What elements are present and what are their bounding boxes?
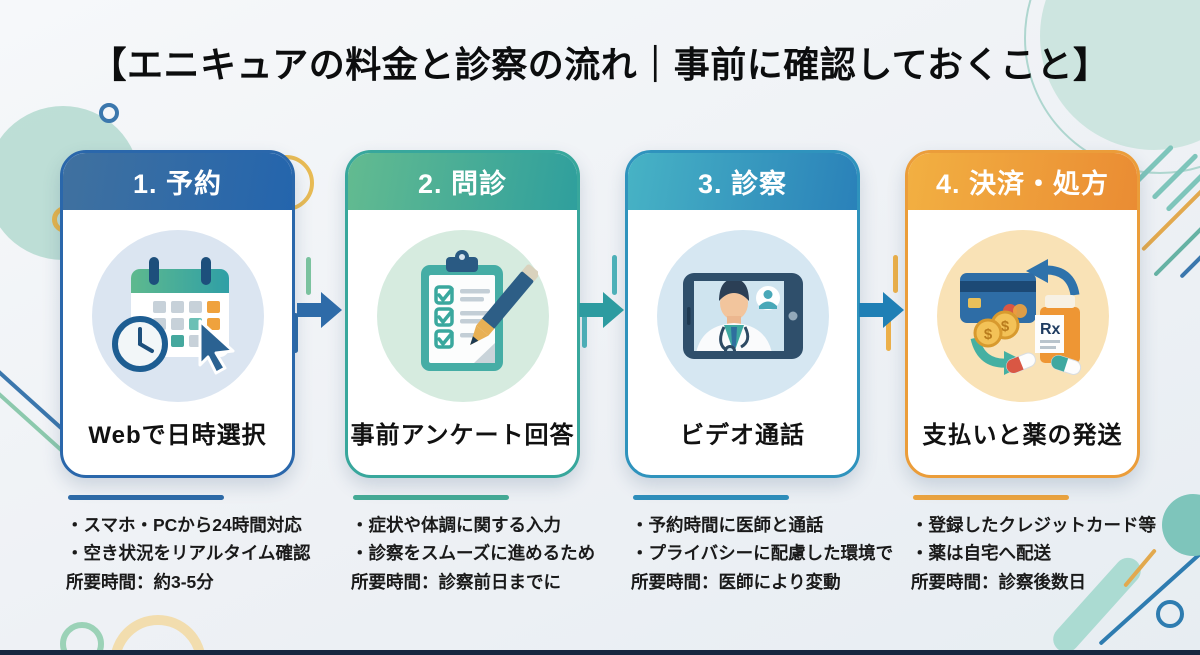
- payment-medicine-icon: $ $ Rx: [936, 230, 1109, 402]
- decor-line-orange-right: [1141, 188, 1200, 252]
- flow-arrow-2: [579, 292, 624, 328]
- step-column-examination: 3. 診察: [625, 150, 893, 596]
- icon-wrap: [348, 230, 577, 402]
- icon-wrap: [63, 230, 292, 402]
- note-bullet: ・空き状況をリアルタイム確認: [66, 543, 311, 564]
- note-bullet: ・予約時間に医師と通話: [631, 515, 824, 535]
- note-bullet: ・診察をスムーズに進めるため: [351, 543, 596, 564]
- step-label-4: 支払いと薬の発送: [922, 422, 1123, 449]
- step-column-reservation: 1. 予約: [60, 150, 310, 596]
- decor-ring-green-bottom-left: [60, 622, 104, 655]
- note-bullet: ・症状や体調に関する入力: [351, 515, 561, 535]
- note-bullet: ・プライバシーに配慮した環境で: [631, 543, 894, 564]
- step-card-2: 2. 問診: [345, 150, 580, 478]
- calendar-clock-cursor-icon: [91, 230, 264, 402]
- flow-arrow-3: [859, 292, 904, 328]
- decor-gap-bar: [306, 257, 311, 295]
- note-duration: 所要時間：医師により変動: [631, 571, 841, 592]
- note-bullet: ・薬は自宅へ配送: [911, 543, 1051, 564]
- decor-gap-bar: [612, 255, 617, 295]
- step-card-4: 4. 決済・処方 $: [905, 150, 1140, 478]
- step-notes-2: ・症状や体調に関する入力 ・診察をスムーズに進めるため 所要時間：診察前日までに: [351, 511, 651, 596]
- flow-arrow-1: [297, 292, 342, 328]
- svg-text:$: $: [983, 326, 992, 343]
- decor-gap-bar: [582, 310, 587, 348]
- decor-ring-blue-bottom-right: [1156, 600, 1184, 628]
- accent-bar-2: [353, 495, 509, 500]
- note-bullet: ・登録したクレジットカード等: [911, 515, 1156, 535]
- note-duration: 所要時間：診察前日までに: [351, 571, 561, 592]
- decor-gap-bar: [886, 313, 891, 351]
- accent-bar-3: [633, 495, 789, 500]
- note-bullet: ・スマホ・PCから24時間対応: [66, 515, 302, 535]
- accent-bar-4: [913, 495, 1069, 500]
- decor-gap-bar: [893, 255, 898, 293]
- step-header-2: 2. 問診: [348, 153, 577, 210]
- step-notes-1: ・スマホ・PCから24時間対応 ・空き状況をリアルタイム確認 所要時間：約3-5…: [66, 511, 366, 596]
- accent-bar-1: [68, 495, 224, 500]
- note-duration: 所要時間：約3-5分: [66, 571, 214, 592]
- clipboard-checklist-pen-icon: [376, 230, 549, 402]
- step-header-4: 4. 決済・処方: [908, 153, 1137, 210]
- step-card-3: 3. 診察: [625, 150, 860, 478]
- step-label-3: ビデオ通話: [680, 422, 805, 449]
- svg-text:Rx: Rx: [1040, 321, 1061, 338]
- step-label-1: Webで日時選択: [88, 422, 267, 449]
- decor-ring-tan-bottom: [110, 615, 206, 655]
- icon-wrap: [628, 230, 857, 402]
- icon-wrap: $ $ Rx: [908, 230, 1137, 402]
- step-label-2: 事前アンケート回答: [350, 422, 575, 449]
- note-duration: 所要時間：診察後数日: [911, 571, 1086, 592]
- svg-text:$: $: [1000, 318, 1009, 335]
- decor-gap-bar: [293, 313, 298, 353]
- page-title: 【エニキュアの料金と診察の流れ｜事前に確認しておくこと】: [90, 44, 1110, 85]
- step-column-payment: 4. 決済・処方 $: [905, 150, 1156, 596]
- step-notes-3: ・予約時間に医師と通話 ・プライバシーに配慮した環境で 所要時間：医師により変動: [631, 511, 931, 596]
- step-notes-4: ・登録したクレジットカード等 ・薬は自宅へ配送 所要時間：診察後数日: [911, 511, 1200, 596]
- step-header-1: 1. 予約: [63, 153, 292, 210]
- decor-ring-blue-top-left: [99, 103, 119, 123]
- step-card-1: 1. 予約: [60, 150, 295, 478]
- step-column-questionnaire: 2. 問診: [345, 150, 595, 596]
- doctor-video-call-icon: [656, 230, 829, 402]
- step-header-3: 3. 診察: [628, 153, 857, 210]
- bottom-strip: [0, 650, 1200, 655]
